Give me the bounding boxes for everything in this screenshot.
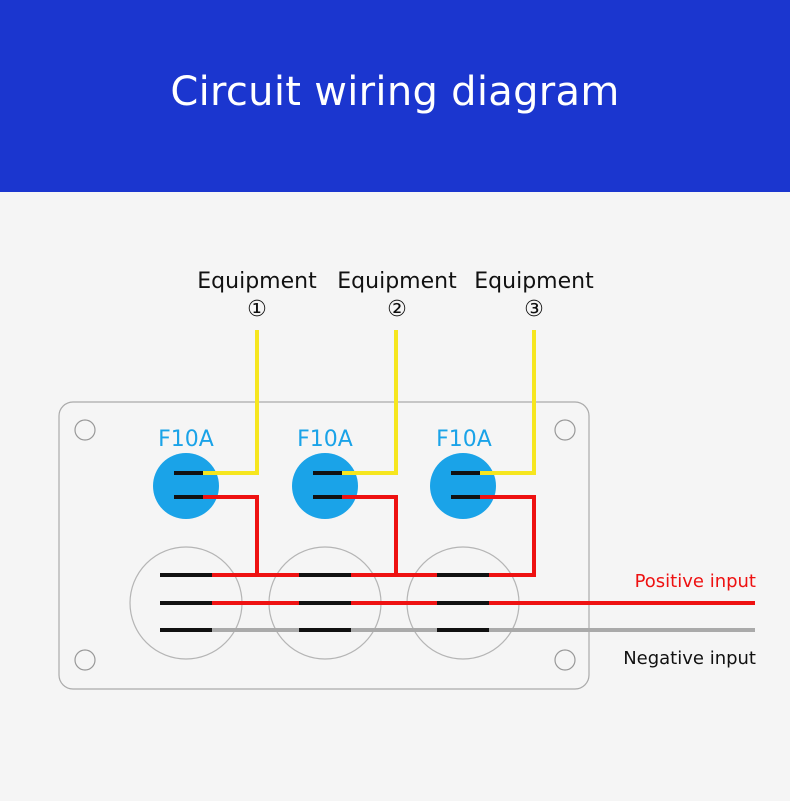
- equipment-2-label: Equipment: [337, 269, 457, 294]
- fuse-feed-wire-3: [480, 495, 536, 575]
- equipment-1-number: ①: [247, 297, 267, 322]
- fuse-terminals: [174, 471, 480, 499]
- equipment-3-number: ③: [524, 297, 544, 322]
- equipment-wire-2: [342, 330, 398, 475]
- fuse-1: [153, 453, 219, 519]
- equipment-wire-3: [480, 330, 536, 475]
- equipment-3-label: Equipment: [474, 269, 594, 294]
- equipment-wires: [203, 330, 536, 475]
- switch-terminals: [160, 573, 489, 632]
- wiring-diagram: Equipment ① Equipment ② Equipment ③ F10A…: [58, 269, 756, 690]
- mount-hole-top-right: [554, 419, 576, 441]
- fuse-feed-wire-2: [342, 495, 398, 575]
- positive-input-label: Positive input: [635, 571, 756, 592]
- mount-hole-bottom-left: [74, 649, 96, 671]
- equipment-2-number: ②: [387, 297, 407, 322]
- mount-hole-bottom-right: [554, 649, 576, 671]
- page-title: Circuit wiring diagram: [170, 69, 620, 115]
- fuse-3-label: F10A: [436, 427, 492, 452]
- equipment-wire-1: [203, 330, 259, 475]
- fuse-2-label: F10A: [297, 427, 353, 452]
- fuse-1-label: F10A: [158, 427, 214, 452]
- fuse-2: [292, 453, 358, 519]
- negative-input-label: Negative input: [623, 648, 756, 669]
- fuse-3: [430, 453, 496, 519]
- fuse-feed-wire-1: [203, 495, 259, 575]
- header-banner: Circuit wiring diagram: [0, 0, 790, 192]
- equipment-1-label: Equipment: [197, 269, 317, 294]
- switch-panel: [58, 401, 590, 690]
- mount-hole-top-left: [74, 419, 96, 441]
- diagram-area: Equipment ① Equipment ② Equipment ③ F10A…: [0, 192, 790, 801]
